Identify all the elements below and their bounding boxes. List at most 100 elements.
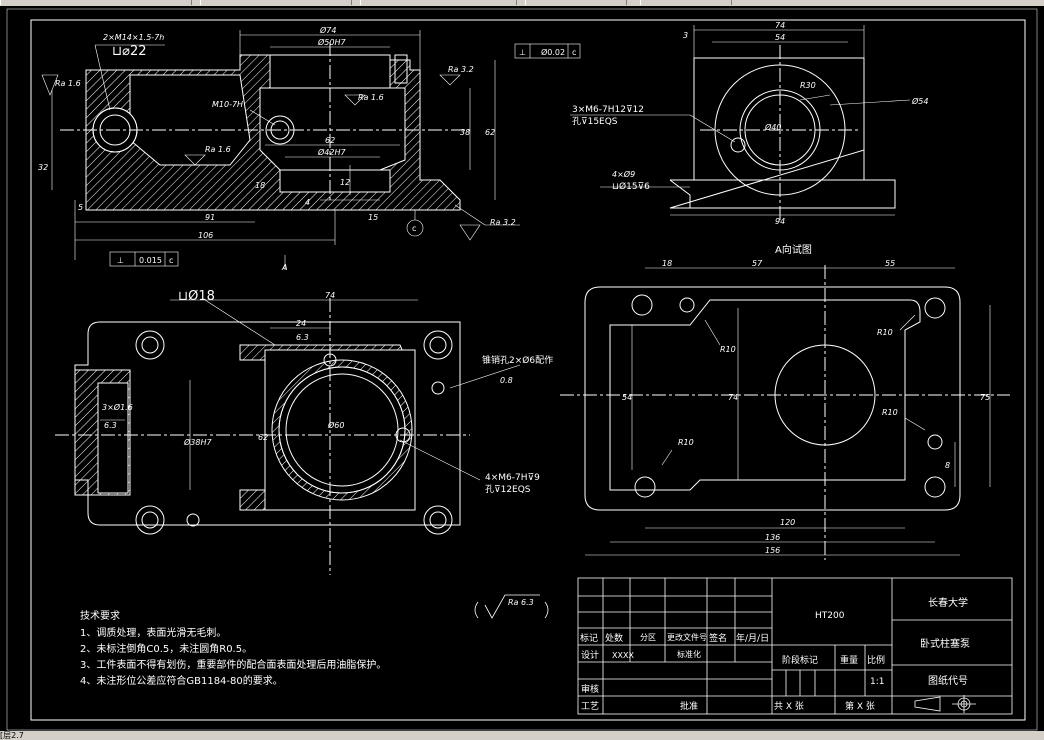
label-d38: 38	[460, 128, 470, 137]
tb-design: 设计	[581, 649, 599, 661]
label-ra16a: Ra 1.6	[55, 79, 81, 88]
label-d32: 32	[38, 163, 48, 172]
label-av-d75: 75	[980, 393, 990, 402]
label-tv-ra08: 0.8	[500, 376, 513, 385]
label-sv-d3: 3	[683, 31, 688, 40]
toolbar-segment[interactable]	[640, 0, 732, 5]
label-d5: 5	[78, 203, 83, 212]
label-tv-thread3: 3×Ø1.6	[102, 402, 133, 412]
label-av-d54: 54	[622, 393, 632, 402]
label-sv-d54: 54	[775, 33, 785, 42]
tb-count: 处数	[605, 632, 623, 644]
label-thread-note: 2×M14×1.5-7h	[103, 33, 164, 42]
side-view	[669, 45, 896, 220]
top-view-labels: ⊔Ø18 74 24 6.3 锥销孔2×Ø6配作 0.8 3×Ø1.6 6.3 …	[102, 289, 553, 495]
tb-weight-label: 重量	[840, 654, 858, 666]
tech-req-item: 4、未注形位公差应符合GB1184-80的要求。	[80, 674, 283, 687]
label-d106: 106	[198, 231, 213, 240]
tb-stage-label: 阶段标记	[782, 654, 818, 666]
status-text: [层2.7	[0, 731, 24, 740]
tech-req-item: 2、未标注倒角C0.5，未注圆角R0.5。	[80, 642, 252, 655]
label-d91: 91	[205, 213, 215, 222]
tb-process: 工艺	[581, 701, 599, 712]
label-sv-phi40: Ø40	[764, 122, 781, 132]
tech-req-item: 3、工件表面不得有划伤，重要部件的配合面表面处理后用油脂保护。	[80, 658, 386, 671]
tb-zone: 分区	[640, 633, 656, 642]
toolbar-segment[interactable]	[200, 0, 352, 5]
tb-standard: 标准化	[677, 649, 701, 659]
label-tv-note-hole: 锥销孔2×Ø6配作	[482, 354, 553, 366]
label-av-r10d: R10	[678, 438, 694, 447]
toolbar-segment[interactable]	[360, 0, 517, 5]
label-tv-d63: 6.3	[296, 333, 309, 342]
label-av-r10b: R10	[877, 328, 893, 337]
label-tv-d62: 62	[258, 433, 268, 442]
section-view-dims	[41, 30, 581, 270]
toolbar-segment[interactable]	[0, 0, 192, 5]
label-ra32b: Ra 3.2	[490, 218, 516, 227]
label-d12: 12	[340, 178, 350, 187]
label-tol2: 0.015	[139, 256, 162, 265]
label-ra16c: Ra 1.6	[205, 145, 231, 154]
top-view-dims	[100, 299, 521, 490]
a-view	[560, 265, 1010, 560]
tb-sign: 签名	[709, 632, 727, 644]
label-arrow-a: A	[281, 263, 287, 272]
a-view-labels: A向试图 18 57 55 R10 R10 R10 R10 54 74 75 8…	[622, 243, 990, 555]
sheet-border	[30, 19, 1026, 721]
tb-designer: XXXX	[612, 651, 634, 660]
label-av-r10c: R10	[882, 408, 898, 417]
tech-requirements: 技术要求 1、调质处理，表面光滑无毛刺。 2、未标注倒角C0.5，未注圆角R0.…	[80, 609, 386, 687]
tb-drawing-no: 图纸代号	[928, 674, 968, 687]
tb-part-name: 卧式柱塞泵	[920, 637, 970, 650]
tb-change-doc: 更改文件号	[667, 632, 707, 642]
tech-req-item: 1、调质处理，表面光滑无毛刺。	[80, 626, 226, 639]
sheet-outer-border	[6, 8, 1038, 731]
label-datum: c	[412, 224, 416, 233]
label-d18: 18	[255, 181, 265, 190]
label-av-d156: 156	[765, 546, 780, 555]
section-view	[60, 42, 470, 211]
tb-scale-label: 比例	[867, 654, 885, 666]
label-sv-hole: 孔⊽15EQS	[572, 116, 618, 127]
label-tv-phi38: Ø38H7	[183, 437, 212, 447]
label-sv-cbore: ⊔Ø15⊽6	[612, 181, 650, 192]
label-perp: ⊥	[519, 48, 526, 57]
label-sv-d74: 74	[775, 21, 785, 30]
tb-school: 长春大学	[928, 596, 968, 609]
a-view-dims	[585, 267, 991, 556]
side-view-dims	[570, 25, 911, 216]
label-ra32a: Ra 3.2	[448, 65, 474, 74]
top-view	[55, 298, 470, 575]
general-roughness-symbol	[474, 594, 549, 619]
label-sv-phi54: Ø54	[911, 96, 928, 106]
title-block	[577, 577, 1013, 715]
label-phi42: Ø42H7	[317, 147, 346, 157]
label-tv-flat18: ⊔Ø18	[178, 289, 215, 304]
tb-sheet-no: 第 X 张	[845, 700, 875, 712]
label-tv-d74: 74	[325, 291, 335, 300]
label-phi50: Ø50H7	[317, 37, 346, 47]
label-phi74: Ø74	[319, 25, 336, 35]
label-d62v: 62	[485, 128, 495, 137]
label-tv-hole4: 孔⊽12EQS	[485, 484, 531, 495]
toolbar-segment[interactable]	[525, 0, 627, 5]
label-tol1: Ø0.02	[541, 47, 565, 57]
label-d15: 15	[368, 213, 378, 222]
label-perp2: ⊥	[117, 256, 124, 265]
label-av-d120: 120	[780, 518, 795, 527]
label-ra16b: Ra 1.6	[358, 93, 384, 102]
label-tv-d63b: 6.3	[104, 421, 117, 430]
label-tol1-ref: c	[572, 48, 576, 57]
tech-req-title: 技术要求	[80, 609, 120, 622]
section-view-labels: 2×M14×1.5-7h ⊔⌀22 Ø74 Ø50H7 M10-7H 62 Ø4…	[38, 25, 576, 272]
label-av-d57: 57	[752, 259, 763, 268]
label-sv-d94: 94	[775, 217, 785, 226]
tb-scale: 1:1	[870, 677, 884, 687]
label-av-d18: 18	[662, 259, 672, 268]
label-tv-phi60: Ø60	[327, 420, 344, 430]
label-av-d8: 8	[945, 461, 950, 470]
tb-mark: 标记	[580, 632, 598, 644]
label-av-d55: 55	[885, 259, 895, 268]
